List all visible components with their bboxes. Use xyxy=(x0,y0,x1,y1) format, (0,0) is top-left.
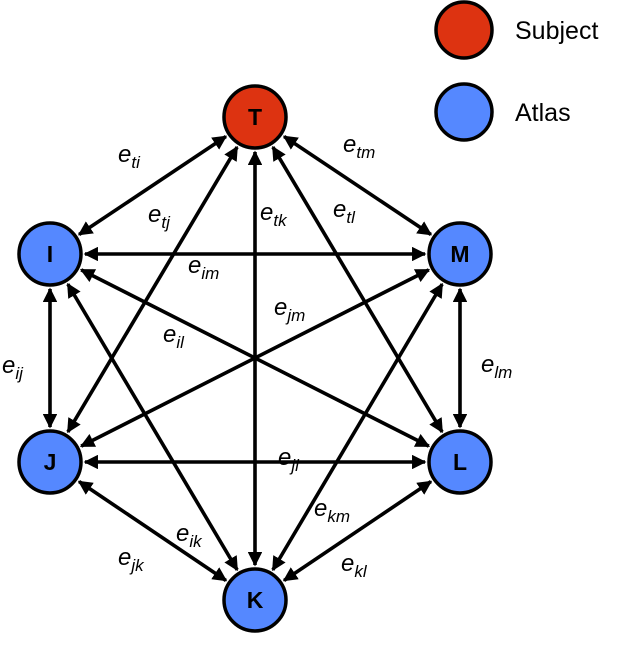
edge-label-tj: etj xyxy=(148,201,171,232)
edge-label-ti: eti xyxy=(118,141,141,172)
edge-label-tk: etk xyxy=(260,199,288,230)
node-label-t: T xyxy=(248,104,262,130)
legend-swatch-subject xyxy=(434,0,494,60)
node-circle-k xyxy=(222,567,288,633)
node-label-j: J xyxy=(44,449,57,475)
edge-label-tl: etl xyxy=(333,196,356,227)
node-m: M xyxy=(427,221,493,287)
edge-jk xyxy=(77,480,228,582)
edge-label-tm: etm xyxy=(343,131,375,162)
edge-label-kl: ekl xyxy=(341,550,368,581)
edge-label-im: eim xyxy=(188,252,219,283)
legend-item-atlas: Atlas xyxy=(434,82,571,142)
legend-item-subject: Subject xyxy=(434,0,598,60)
edge-km xyxy=(271,282,444,572)
edge-tl xyxy=(271,145,444,434)
node-l: L xyxy=(427,429,493,495)
legend-label-subject: Subject xyxy=(515,17,598,45)
node-circle-t xyxy=(222,84,288,150)
legend-label-atlas: Atlas xyxy=(515,99,571,127)
node-t: T xyxy=(222,84,288,150)
edge-label-ij: eij xyxy=(2,352,24,383)
edge-kl xyxy=(282,480,433,582)
nodes-layer: T I M J L K xyxy=(17,84,493,633)
node-circle-i xyxy=(17,221,83,287)
node-j: J xyxy=(17,429,83,495)
edge-label-jl: ejl xyxy=(278,444,300,475)
node-k: K xyxy=(222,567,288,633)
node-circle-l xyxy=(427,429,493,495)
edge-labels-layer: eti etm etj etk etl eim ejm eil eij elm ejl eik ekm e… xyxy=(2,131,512,581)
edge-tj xyxy=(66,145,239,434)
node-circle-m xyxy=(427,221,493,287)
node-label-m: M xyxy=(450,241,469,267)
node-label-l: L xyxy=(453,449,467,475)
node-i: I xyxy=(17,221,83,287)
edge-label-ik: eik xyxy=(176,520,203,551)
edge-ik xyxy=(66,282,239,572)
node-circle-j xyxy=(17,429,83,495)
legend-swatch-atlas xyxy=(434,82,494,142)
node-label-k: K xyxy=(247,587,264,613)
edge-label-il: eil xyxy=(163,321,185,352)
edges-layer xyxy=(42,134,468,582)
edge-label-jk: ejk xyxy=(118,544,145,575)
node-label-i: I xyxy=(47,241,53,267)
edge-label-lm: elm xyxy=(481,351,512,382)
edge-label-jm: ejm xyxy=(274,294,305,325)
edge-label-km: ekm xyxy=(314,495,350,526)
